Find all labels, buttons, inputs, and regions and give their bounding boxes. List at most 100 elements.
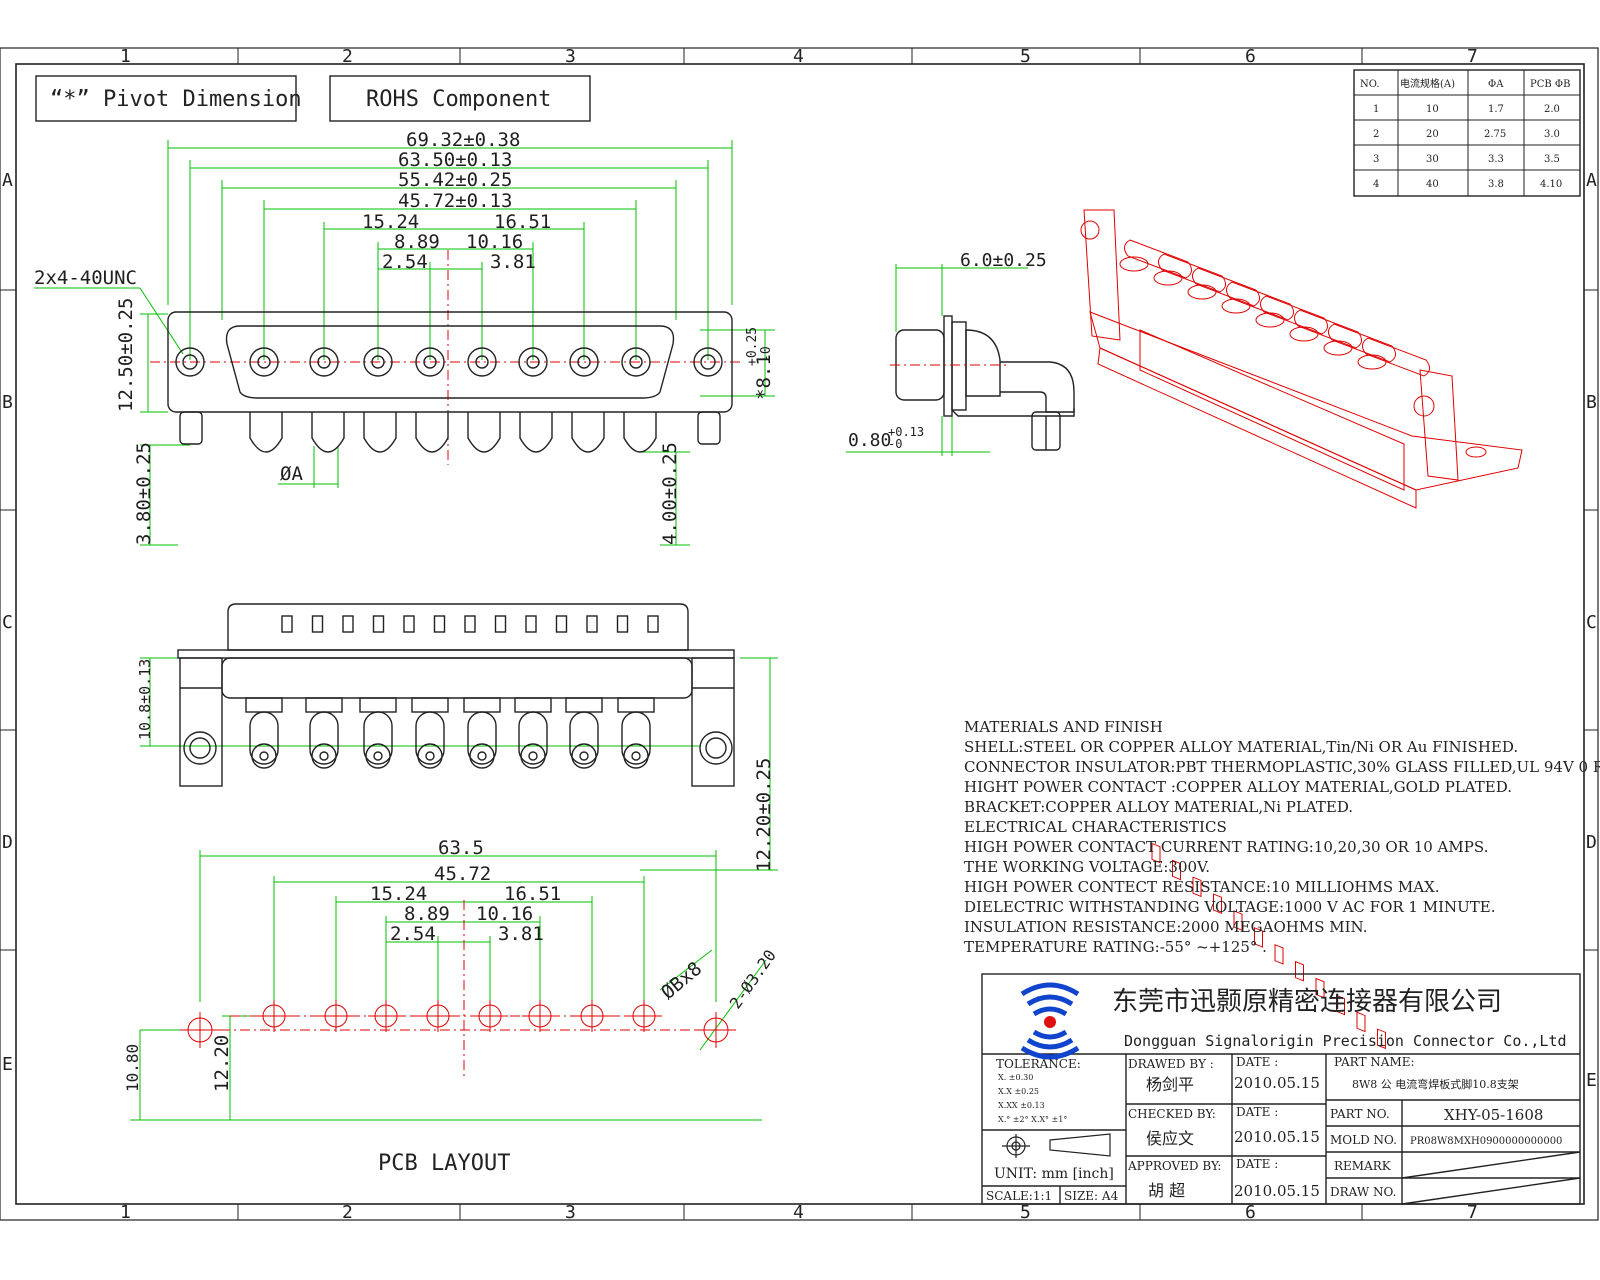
spec-cell: 10 bbox=[1426, 104, 1439, 115]
col-label-3-bottom: 3 bbox=[565, 1202, 576, 1223]
part-no-value: XHY-05-1608 bbox=[1444, 1106, 1543, 1124]
pcb-layout-title: PCB LAYOUT bbox=[378, 1151, 510, 1176]
top-slot bbox=[494, 615, 507, 633]
top-contact-collar bbox=[514, 697, 552, 713]
date-value: 2010.05.15 bbox=[1234, 1128, 1320, 1146]
date-label: DATE : bbox=[1236, 1157, 1278, 1171]
note-line: TEMPERATURE RATING:-55° ~+125° . bbox=[964, 938, 1267, 956]
approved-by-name: 胡 超 bbox=[1148, 1181, 1185, 1200]
iso-contact bbox=[1294, 309, 1362, 349]
row-label-b-left: B bbox=[2, 392, 13, 413]
dim-bracket-height: 10.8±0.13 bbox=[136, 659, 154, 740]
top-slot bbox=[342, 615, 354, 633]
top-contact-collar bbox=[359, 697, 397, 713]
dim-pitch-2-54: 2.54 bbox=[382, 251, 428, 273]
note-line: INSULATION RESISTANCE:2000 MEGAOHMS MIN. bbox=[964, 918, 1367, 936]
front-contact bbox=[569, 347, 599, 377]
dim-shell-width: 55.42±0.25 bbox=[398, 169, 512, 191]
note-line: DIELECTRIC WITHSTANDING VOLTAGE:1000 V A… bbox=[964, 898, 1496, 916]
notes-block: MATERIALS AND FINISH SHELL:STEEL OR COPP… bbox=[964, 718, 1600, 956]
front-contact bbox=[309, 347, 339, 377]
top-contact-collar bbox=[565, 697, 603, 713]
dim-plate-tol-up: +0.13 bbox=[888, 425, 924, 439]
row-label-e-right: E bbox=[1586, 1070, 1597, 1091]
dim-tail-right: 4.00±0.25 bbox=[659, 442, 681, 545]
company-name-cn: 东莞市迅颢原精密连接器有限公司 bbox=[1112, 987, 1502, 1017]
rohs-label: ROHS Component bbox=[366, 87, 551, 112]
note-line: THE WORKING VOLTAGE:300V. bbox=[964, 858, 1210, 876]
front-contact bbox=[467, 347, 497, 377]
row-label-d-left: D bbox=[2, 832, 13, 853]
iso-contact-collar bbox=[1119, 256, 1149, 272]
iso-contact-collar bbox=[1323, 340, 1353, 356]
dim-overall-height: 12.20±0.25 bbox=[753, 758, 775, 872]
front-contact bbox=[518, 347, 548, 377]
front-contact bbox=[249, 347, 279, 377]
spec-cell: 3.3 bbox=[1488, 154, 1504, 165]
part-name-label: PART NAME: bbox=[1334, 1055, 1415, 1069]
top-slot bbox=[281, 615, 293, 633]
drawn-by-label: DRAWED BY : bbox=[1128, 1057, 1214, 1071]
dim-shell-height-tol-down: -0 bbox=[759, 346, 774, 362]
top-contact-tail bbox=[467, 711, 497, 765]
mold-no-label: MOLD NO. bbox=[1330, 1133, 1397, 1147]
top-contact-ring bbox=[251, 743, 277, 769]
side-view: 6.0±0.25 0.80 +0.13 -0 bbox=[846, 250, 1075, 456]
checked-by-name: 侯应文 bbox=[1146, 1129, 1194, 1148]
col-label-1-top: 1 bbox=[120, 46, 131, 67]
draw-no-label: DRAW NO. bbox=[1330, 1185, 1396, 1199]
top-contact-hole bbox=[631, 751, 641, 761]
projection-symbol-icon bbox=[1002, 1133, 1111, 1158]
pcb-dim-12-20: 12.20 bbox=[211, 1035, 233, 1092]
header-boxes: “*” Pivot Dimension ROHS Component bbox=[35, 75, 591, 122]
top-slot bbox=[647, 615, 659, 633]
top-contact-hole bbox=[477, 751, 487, 761]
top-contact-hole bbox=[579, 751, 589, 761]
pcb-dim-mount: 63.5 bbox=[438, 837, 484, 859]
col-label-3-top: 3 bbox=[565, 46, 576, 67]
top-contact-tail bbox=[363, 711, 393, 765]
pcb-layout-view: 63.5 45.72 15.24 16.51 8.89 10.16 2.54 3… bbox=[123, 837, 780, 1176]
date-label: DATE : bbox=[1236, 1055, 1278, 1069]
spec-cell: 40 bbox=[1426, 179, 1439, 190]
note-line: BRACKET:COPPER ALLOY MATERIAL,Ni PLATED. bbox=[964, 798, 1353, 816]
note-line: HIGH POWER CONTECT RESISTANCE:10 MILLIOH… bbox=[964, 878, 1440, 896]
iso-slot bbox=[1377, 1028, 1386, 1050]
dim-pitch-3-81: 3.81 bbox=[490, 251, 536, 273]
checked-by-label: CHECKED BY: bbox=[1128, 1107, 1216, 1121]
note-line: SHELL:STEEL OR COPPER ALLOY MATERIAL,Tin… bbox=[964, 738, 1518, 756]
top-contact-ring bbox=[520, 743, 546, 769]
col-label-6-top: 6 bbox=[1245, 46, 1256, 67]
date-value: 2010.05.15 bbox=[1234, 1182, 1320, 1200]
iso-slot bbox=[1315, 977, 1325, 999]
top-slot bbox=[433, 615, 446, 633]
iso-slot bbox=[1151, 842, 1161, 864]
row-label-c-right: C bbox=[1586, 612, 1597, 633]
front-contact bbox=[415, 347, 445, 377]
top-contact-ring bbox=[571, 743, 597, 769]
spec-table: NO. 电流规格(A) ΦA PCB ΦB 1 10 1.7 2.0 2 20 … bbox=[1353, 69, 1581, 197]
iso-slot bbox=[1336, 994, 1345, 1016]
top-contact-collar bbox=[617, 697, 655, 713]
top-contact-tail bbox=[415, 711, 445, 765]
iso-slot bbox=[1356, 1011, 1366, 1033]
col-label-4-bottom: 4 bbox=[793, 1202, 804, 1223]
top-slot bbox=[311, 615, 324, 633]
row-label-a-left: A bbox=[2, 170, 13, 191]
top-contact-ring bbox=[417, 743, 443, 769]
iso-contact bbox=[1158, 253, 1226, 293]
spec-cell: 3.0 bbox=[1544, 129, 1560, 140]
spec-cell: 2 bbox=[1373, 129, 1379, 140]
front-view: 69.32±0.38 63.50±0.13 55.42±0.25 45.72±0… bbox=[34, 129, 775, 546]
dim-pitch-10-16: 10.16 bbox=[466, 231, 523, 253]
spec-cell: 4 bbox=[1373, 179, 1379, 190]
top-contact-tail bbox=[249, 711, 279, 765]
pcb-dim-8-89: 8.89 bbox=[404, 903, 450, 925]
spec-cell: 3 bbox=[1373, 154, 1379, 165]
tolerance-row: X.X ±0.25 bbox=[998, 1087, 1039, 1096]
tolerance-label: TOLERANCE: bbox=[996, 1057, 1081, 1071]
top-contact-collar bbox=[463, 697, 501, 713]
iso-slot bbox=[1192, 876, 1202, 898]
row-label-b-right: B bbox=[1586, 392, 1597, 413]
tolerance-row: X.XX ±0.13 bbox=[998, 1101, 1045, 1110]
